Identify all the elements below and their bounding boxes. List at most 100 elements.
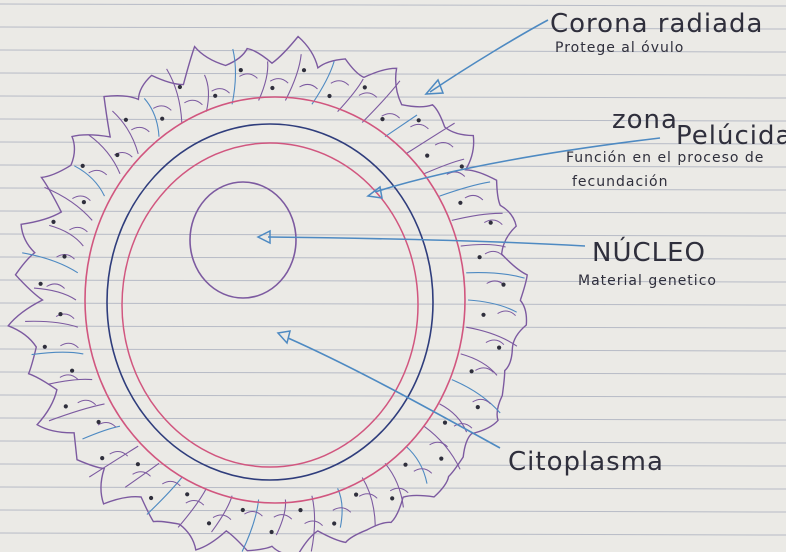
cell-wall [382, 114, 400, 119]
cell-wall [452, 213, 503, 220]
cell-nucleus-dot [43, 345, 47, 349]
cell-wall [362, 81, 400, 123]
cell-wall [153, 106, 171, 111]
cell-wall [205, 75, 209, 112]
cell-wall [98, 423, 116, 428]
label-zona-desc-2: fecundación [572, 174, 668, 190]
cell-wall [285, 54, 301, 100]
cell-nucleus-dot [270, 86, 274, 90]
cell-wall [468, 300, 517, 312]
cell-nucleus-dot [443, 421, 447, 425]
cell-nucleus-dot [58, 312, 62, 316]
cell-nucleus-dot [115, 153, 119, 157]
label-nucleo-desc: Material genetico [578, 273, 717, 289]
cell-wall [60, 343, 78, 348]
cell-nucleus-dot [70, 369, 74, 373]
arrow-corona [430, 20, 548, 92]
ruled-lines [0, 4, 786, 535]
cell-nucleus-dot [327, 94, 331, 98]
cell-wall [498, 311, 516, 316]
cell-wall [167, 69, 182, 123]
pointer-arrows [258, 20, 660, 448]
cell-wall [270, 79, 288, 84]
cell-nucleus-dot [425, 154, 429, 158]
cell-wall [484, 220, 502, 225]
cell-nucleus-dot [363, 85, 367, 89]
cell-nucleus-dot [298, 508, 302, 512]
cell-wall [331, 81, 349, 86]
cell-nucleus-dot [64, 404, 68, 408]
ruled-line [0, 510, 786, 512]
label-citoplasma: Citoplasma [508, 447, 664, 477]
cell-wall [486, 340, 504, 345]
cell-wall [178, 488, 206, 527]
ruled-line [0, 349, 786, 351]
cell-nucleus-dot [460, 164, 464, 168]
triangle-arrowhead-icon [278, 331, 290, 343]
cell-wall [45, 187, 93, 220]
corona-radiata-cells [8, 37, 527, 552]
cell-nucleus-dot [124, 118, 128, 122]
cell-wall [410, 124, 428, 129]
cell-nucleus-dot [160, 117, 164, 121]
cell-wall [125, 463, 159, 487]
cell-wall [244, 512, 262, 517]
cell-wall [212, 89, 230, 94]
cell-wall [184, 100, 202, 105]
label-zona: zona [612, 105, 678, 135]
cell-wall [466, 327, 517, 346]
cell-wall [259, 61, 268, 100]
cell-wall [305, 521, 323, 526]
cell-wall [485, 251, 503, 256]
cell-wall [465, 195, 483, 200]
cell-nucleus-dot [51, 220, 55, 224]
cell-wall [112, 111, 138, 154]
cell-wall [239, 74, 257, 79]
ruled-line [0, 326, 786, 328]
cell-wall [466, 273, 524, 279]
label-pelucida: Pelúcida [676, 121, 786, 151]
cell-wall [473, 399, 491, 404]
triangle-arrowhead-icon [426, 80, 443, 94]
cell-nucleus-dot [417, 118, 421, 122]
cell-wall [461, 354, 497, 376]
cell-wall [32, 352, 84, 354]
cell-nucleus-dot [241, 508, 245, 512]
cell-nucleus-dot [403, 463, 407, 467]
label-corona-radiada: Corona radiada [550, 9, 763, 39]
ruled-line [0, 211, 786, 213]
cell-nucleus-dot [149, 496, 153, 500]
cell-nucleus-dot [100, 456, 104, 460]
cell-nucleus-dot [178, 85, 182, 89]
ruled-line [0, 372, 786, 374]
cell-wall [406, 123, 455, 154]
cell-wall [89, 170, 107, 175]
cell-wall [424, 426, 460, 469]
cell-wall [385, 463, 403, 507]
cell-wall [232, 49, 235, 104]
ruled-line [0, 487, 786, 489]
cell-wall [110, 452, 128, 457]
cell-nucleus-dot [185, 492, 189, 496]
cell-wall [242, 500, 259, 552]
cell-nucleus-dot [302, 68, 306, 72]
cell-wall [212, 496, 233, 532]
cell-wall [60, 375, 78, 380]
cell-nucleus-dot [332, 521, 336, 525]
cell-nucleus-dot [97, 420, 101, 424]
cell-wall [300, 84, 318, 89]
label-corona-desc: Protege al óvulo [555, 40, 684, 56]
ruled-line [0, 441, 786, 443]
cell-nucleus-dot [270, 530, 274, 534]
cell-nucleus-dot [380, 117, 384, 121]
labels: Corona radiada Protege al óvulo zona Pel… [508, 9, 786, 477]
cell-wall [144, 98, 159, 136]
cell-nucleus-dot [207, 521, 211, 525]
label-zona-desc-1: Función en el proceso de [566, 150, 764, 166]
cell-wall [461, 245, 506, 248]
cell-wall [362, 478, 375, 527]
cell-nucleus-dot [136, 462, 140, 466]
cell-nucleus-dot [39, 282, 43, 286]
